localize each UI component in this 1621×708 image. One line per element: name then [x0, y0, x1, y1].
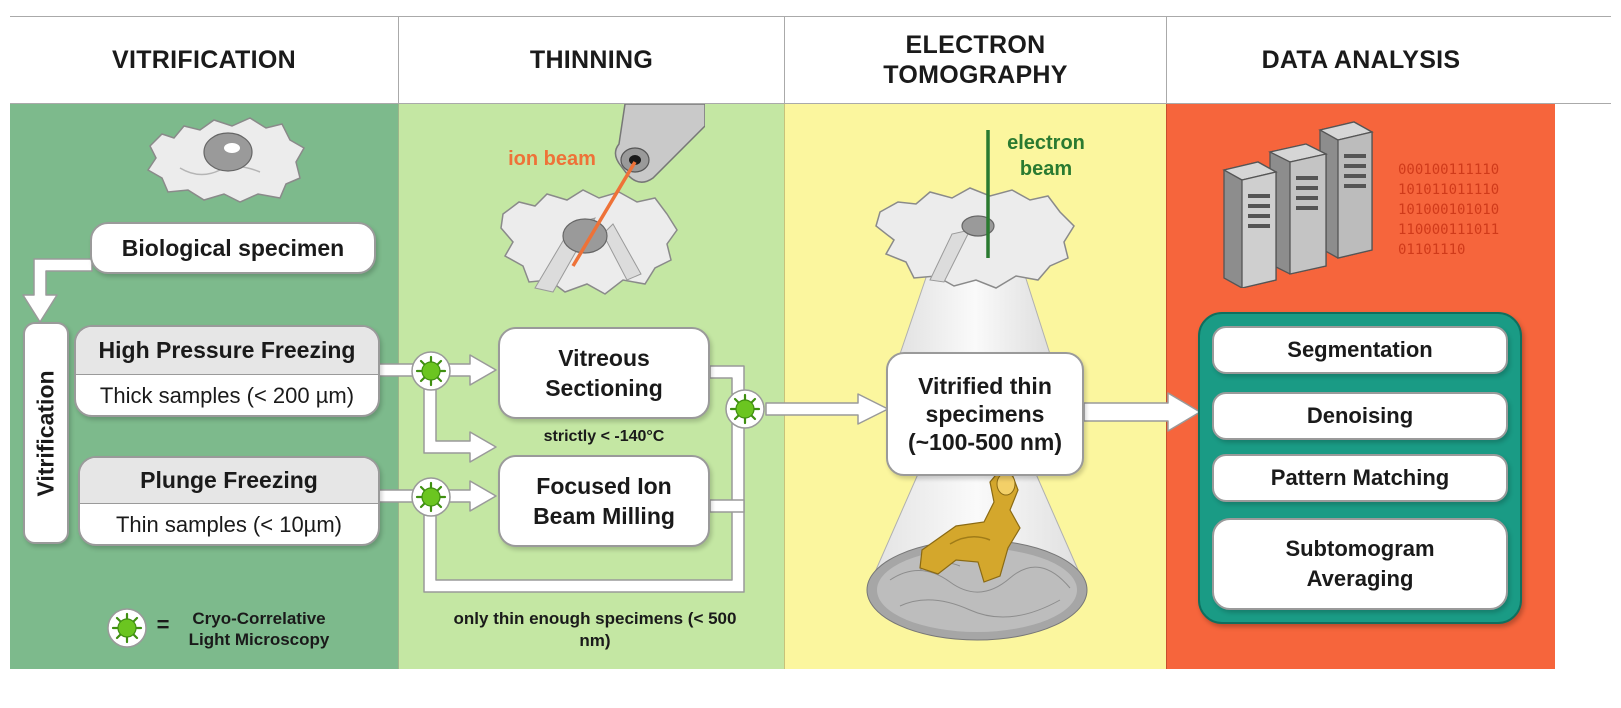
arrow-to-analysis	[1083, 392, 1201, 432]
subtomogram-averaging-step: Subtomogram Averaging	[1212, 518, 1508, 610]
binary-line: 000100111110	[1398, 162, 1500, 178]
tomogram-icon	[866, 130, 1088, 641]
arrow-fib-out	[709, 499, 745, 513]
cryo-clm-icon	[411, 477, 451, 517]
binary-line: 110000111011	[1398, 222, 1500, 238]
ion-gun-icon	[500, 104, 705, 295]
binary-code: 000100111110 101011011110 101000101010 1…	[1398, 160, 1538, 260]
header-electron-tomography: ELECTRON TOMOGRAPHY	[784, 17, 1166, 103]
legend-equals: =	[156, 612, 170, 637]
binary-line: 101011011110	[1398, 182, 1500, 198]
header-thinning: THINNING	[398, 17, 784, 103]
denoising-step: Denoising	[1212, 392, 1508, 440]
arrow-to-tomography	[765, 393, 889, 425]
hpf-title: High Pressure Freezing	[76, 327, 378, 375]
temperature-note: strictly < -140°C	[543, 428, 665, 445]
cryo-clm-icon	[411, 351, 451, 391]
thin-specimens-note: only thin enough specimens (< 500 nm)	[453, 609, 737, 650]
legend-cryo-clm-label: Cryo-Correlative Light Microscopy	[188, 609, 330, 649]
binary-line: 01101110	[1398, 242, 1466, 258]
header-data-analysis: DATA ANALYSIS	[1166, 17, 1555, 103]
hpf-subtitle: Thick samples (< 200 µm)	[99, 382, 355, 408]
server-icon	[1222, 121, 1374, 288]
vitreous-sectioning-box: Vitreous Sectioning	[498, 327, 710, 419]
focused-ion-beam-milling-box: Focused Ion Beam Milling	[498, 455, 710, 547]
vitrified-thin-specimens-box: Vitrified thin specimens (~100-500 nm)	[886, 352, 1084, 476]
vitrification-side-bar: Vitrification	[23, 322, 69, 544]
cell-icon	[146, 117, 306, 203]
cryo-clm-icon	[107, 608, 147, 648]
plunge-title: Plunge Freezing	[80, 458, 378, 504]
plunge-subtitle: Thin samples (< 10µm)	[115, 511, 343, 537]
arrow-sectioning-out	[709, 365, 745, 395]
segmentation-step: Segmentation	[1212, 326, 1508, 374]
header-vitrification: VITRIFICATION	[112, 46, 296, 74]
arrow-specimen-to-vitrification	[22, 239, 93, 323]
high-pressure-freezing-box: High Pressure Freezing Thick samples (< …	[74, 325, 380, 417]
electron-beam-label: electron beam	[1007, 132, 1085, 180]
pattern-matching-step: Pattern Matching	[1212, 454, 1508, 502]
arrow-hpf-to-fib	[423, 381, 497, 463]
binary-line: 101000101010	[1398, 202, 1500, 218]
cryo-clm-icon	[725, 389, 765, 429]
ion-beam-label: ion beam	[508, 148, 596, 170]
vitrification-side-label: Vitrification	[32, 369, 59, 497]
header-row	[10, 16, 1611, 104]
biological-specimen-box: Biological specimen	[90, 222, 376, 274]
plunge-freezing-box: Plunge Freezing Thin samples (< 10µm)	[78, 456, 380, 546]
